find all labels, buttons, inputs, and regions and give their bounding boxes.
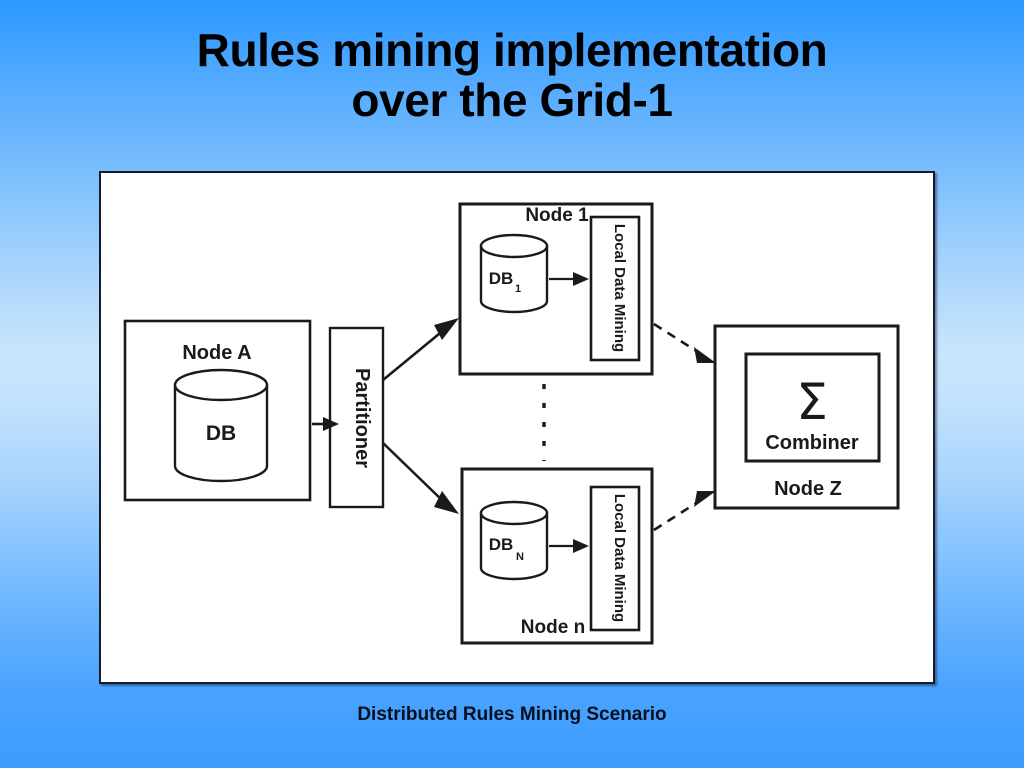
- local-data-mining-n-group: Local Data Mining: [589, 485, 641, 632]
- edge-partitioner-to-node-1: [382, 318, 459, 382]
- node-z-box: [713, 324, 900, 510]
- local-data-mining-n-label: Local Data Mining: [611, 494, 628, 622]
- node-1-label: Node 1: [525, 205, 589, 226]
- node-1-box: [458, 202, 654, 376]
- node-a-box: [123, 319, 312, 502]
- edge-partitioner-to-node-n: [382, 442, 459, 514]
- edge-dbn-to-local-mining-n: [549, 539, 589, 553]
- page-title: Rules mining implementation over the Gri…: [0, 24, 1024, 126]
- partitioner-group: Partitioner: [328, 326, 385, 509]
- node-z-group: Σ Combiner Node Z: [713, 324, 900, 510]
- edge-node-a-to-partitioner: [312, 417, 339, 431]
- db-n-label: DB: [489, 535, 514, 554]
- node-n-label: Node n: [521, 617, 585, 638]
- title-line-1: Rules mining implementation: [196, 24, 828, 76]
- edge-db1-to-local-mining-1: [549, 272, 589, 286]
- node-a-label: Node A: [182, 342, 251, 364]
- combiner-label: Combiner: [765, 432, 859, 454]
- node-a-group: Node A DB: [123, 319, 312, 502]
- db-label: DB: [206, 422, 236, 445]
- local-data-mining-1-group: Local Data Mining: [589, 215, 641, 362]
- db-cylinder-a: DB: [173, 368, 269, 483]
- db-cylinder-n: DB N: [479, 500, 549, 581]
- db-n-subscript: N: [516, 551, 524, 563]
- db-1-label: DB: [489, 269, 514, 288]
- local-data-mining-1-label: Local Data Mining: [611, 224, 628, 352]
- local-data-mining-n-box: [589, 485, 641, 632]
- diagram-caption: Distributed Rules Mining Scenario: [357, 704, 667, 725]
- diagram-panel: Node A DB Partitioner: [99, 171, 935, 684]
- db-cylinder-1: DB 1: [479, 233, 549, 314]
- edge-node-n-to-node-z: [653, 491, 716, 532]
- node-1-group: Node 1 DB 1 Local Data Mining: [458, 202, 654, 376]
- db-1-subscript: 1: [515, 283, 521, 295]
- title-line-2: over the Grid-1: [351, 73, 673, 126]
- architecture-diagram: Node A DB Partitioner: [123, 202, 900, 645]
- local-data-mining-1-box: [589, 215, 641, 362]
- node-n-box: [460, 467, 654, 645]
- sigma-icon: Σ: [796, 373, 828, 431]
- partitioner-box: [328, 326, 385, 509]
- edge-node-1-to-node-z: [653, 322, 716, 363]
- partitioner-label: Partitioner: [351, 368, 373, 468]
- node-n-group: Node n DB N Local Data Mining: [460, 467, 654, 645]
- combiner-group: Σ Combiner: [744, 352, 881, 463]
- combiner-box: [744, 352, 881, 463]
- node-z-label: Node Z: [774, 478, 842, 500]
